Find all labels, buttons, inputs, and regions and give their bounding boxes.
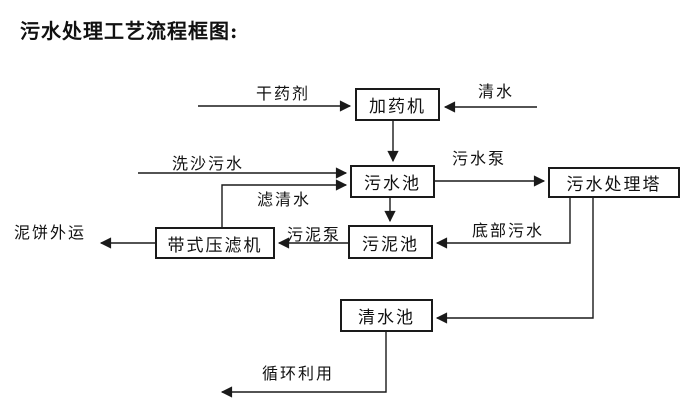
node-dosing-machine: 加药机 [355,88,440,121]
edge-label-clean-water: 清水 [478,82,515,101]
diagram-title: 污水处理工艺流程框图: [20,19,239,43]
edge-label-sludge-pump: 污泥泵 [287,225,342,244]
edge-label-sewage-pump: 污水泵 [452,149,507,168]
node-treatment-tower: 污水处理塔 [548,167,680,198]
edge-label-dry-agent: 干药剂 [256,84,311,103]
node-belt-filter-press: 带式压滤机 [155,227,275,259]
edge-label-recycling: 循环利用 [262,364,335,383]
edge-label-filtered-water: 滤清水 [257,190,312,209]
edge-label-sand-wash-sewage: 洗沙污水 [172,154,245,173]
node-sludge-pool: 污泥池 [348,225,433,259]
edge-label-bottom-sewage: 底部污水 [472,221,545,240]
node-clear-water-pool: 清水池 [340,299,433,332]
edge-label-mud-cake-out: 泥饼外运 [14,223,87,242]
node-sewage-pool: 污水池 [350,165,435,198]
